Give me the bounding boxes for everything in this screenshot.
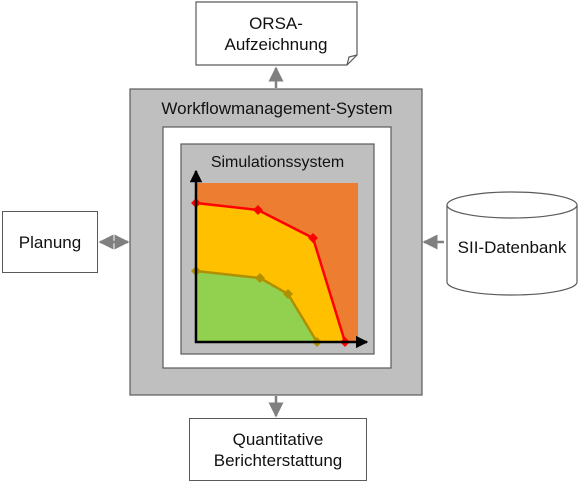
quant-node: Quantitative Berichterstattung <box>189 418 367 481</box>
olive-frontier-line <box>195 269 319 343</box>
sii-cylinder-top <box>446 191 578 219</box>
sii-label: SII-Datenbank <box>457 237 567 257</box>
olive-point <box>283 289 293 299</box>
olive-point <box>255 273 265 283</box>
sii-cylinder-body <box>446 205 578 296</box>
orsa-note-fold <box>346 54 358 66</box>
orsa-label-line1: ORSA- <box>249 13 303 33</box>
quant-label-line1: Quantitative <box>232 429 324 449</box>
orsa-label-line2: Aufzeichnung <box>224 34 328 54</box>
planung-label: Planung <box>18 232 82 252</box>
sii-node: SII-Datenbank <box>447 222 577 272</box>
quant-label-line2: Berichterstattung <box>213 450 343 470</box>
red-point <box>253 205 263 215</box>
sim-title: Simulationssystem <box>210 154 345 171</box>
orsa-node: ORSA- Aufzeichnung <box>196 2 356 65</box>
region-green <box>196 271 317 342</box>
red-frontier-line <box>195 201 347 343</box>
planung-node: Planung <box>2 211 98 273</box>
red-point <box>308 233 318 243</box>
wms-title: Workflowmanagement-System <box>161 99 393 118</box>
orsa-note-shape <box>195 1 358 66</box>
